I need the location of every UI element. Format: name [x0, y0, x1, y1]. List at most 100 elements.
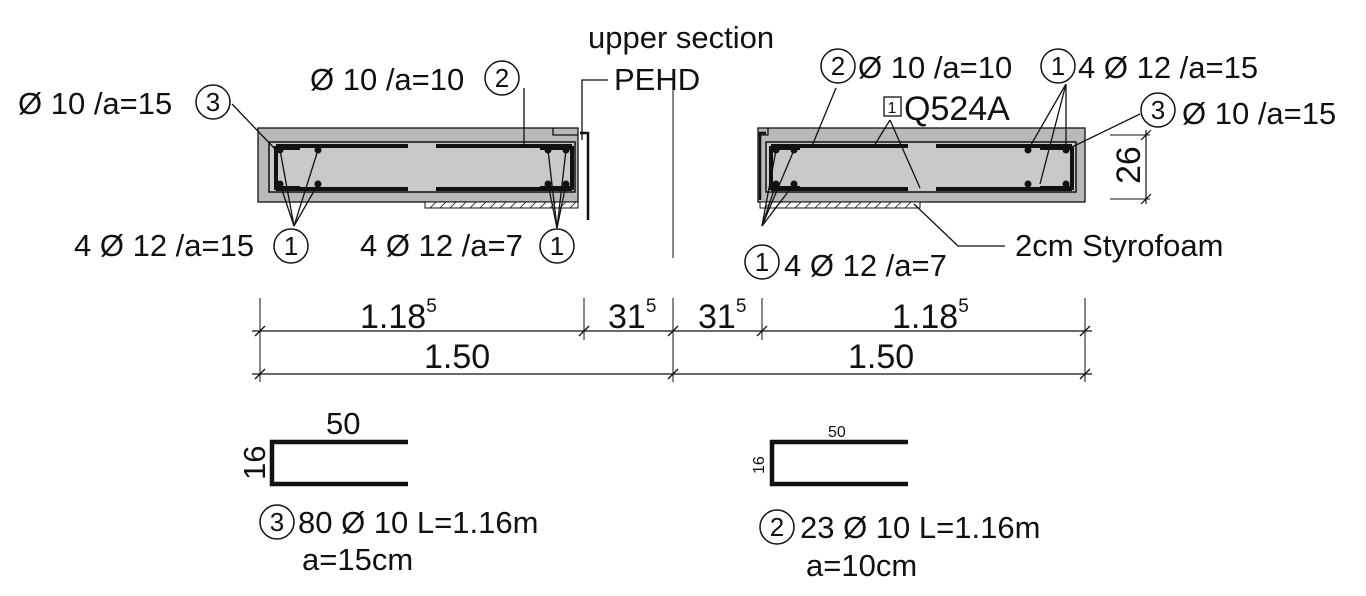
right-slab-core	[765, 141, 1077, 193]
bar-shape-3-width: 50	[326, 406, 360, 441]
dim-tick	[1079, 368, 1091, 380]
styrofoam-label: 2cm Styrofoam	[1015, 228, 1223, 263]
bar-shape-2-outline	[769, 439, 908, 487]
position-number: 1	[1051, 51, 1065, 81]
dim-tick	[254, 325, 266, 337]
leader	[889, 119, 921, 189]
bar-shape-2-desc: 23 Ø 10 L=1.16m	[800, 510, 1040, 545]
position-number: 2	[770, 512, 784, 542]
bar-shape-3-desc: 80 Ø 10 L=1.16m	[298, 505, 538, 540]
position-circle	[195, 84, 231, 120]
leader	[547, 183, 558, 229]
position-number: 3	[206, 87, 220, 117]
position-circle	[744, 244, 780, 280]
leader	[761, 149, 795, 227]
position-circle	[539, 228, 575, 264]
dim-text: 315	[608, 296, 656, 336]
leader	[556, 183, 567, 229]
bar-shape-3-spacing: a=15cm	[302, 542, 413, 577]
bar-shape-3: 50 16 3 80 Ø 10 L=1.16m a=15cm	[237, 406, 538, 577]
left-bottom-bar-inner-label: 4 Ø 12 /a=7	[360, 228, 523, 263]
right-top-bar-label: Ø 10 /a=10	[858, 50, 1012, 85]
leader	[761, 183, 795, 227]
bar-shape-2-height: 16	[751, 456, 768, 474]
right-top-main-label: 4 Ø 12 /a=15	[1078, 50, 1258, 85]
dim-text: 1.185	[892, 296, 969, 336]
position-number: 2	[831, 51, 845, 81]
bar-shape-2: 50 16 2 23 Ø 10 L=1.16m a=10cm	[751, 424, 1040, 583]
leader	[556, 149, 567, 229]
leader	[1069, 113, 1141, 149]
right-slab	[757, 127, 1086, 209]
leader	[873, 119, 891, 147]
right-side-bar-label: Ø 10 /a=15	[1182, 96, 1336, 131]
right-styrofoam	[759, 201, 921, 209]
dim-sup: 5	[736, 296, 747, 317]
dim-text: 1.185	[360, 296, 437, 336]
dim-tick	[756, 325, 768, 337]
position-circle	[273, 228, 309, 264]
position-number: 1	[550, 231, 564, 261]
mesh-mark: 1	[888, 100, 897, 117]
dim-tick	[254, 368, 266, 380]
pehd-label: PEHD	[614, 62, 700, 97]
dim-text: 315	[698, 296, 746, 336]
right-slab-step	[758, 128, 769, 136]
leader	[1027, 83, 1067, 151]
leader-lines	[231, 79, 1141, 247]
dim-tick	[667, 368, 679, 380]
upper-section-label: upper section	[588, 20, 774, 55]
position-number: 1	[284, 231, 298, 261]
dim-tick	[1140, 193, 1152, 205]
bar-shape-2-spacing: a=10cm	[806, 548, 917, 583]
leader	[913, 203, 1005, 247]
position-circle	[259, 504, 295, 540]
position-circle	[820, 48, 856, 84]
mesh-mark-box	[883, 96, 902, 117]
position-circle	[1140, 92, 1176, 128]
dim-sup: 5	[646, 296, 657, 317]
position-number: 1	[755, 247, 769, 277]
leader	[1039, 83, 1067, 185]
bar-shape-3-height: 16	[237, 446, 272, 480]
dim-sup: 5	[958, 296, 969, 317]
leader	[279, 149, 295, 227]
mesh-label: Q524A	[904, 90, 1010, 128]
position-number: 2	[495, 63, 509, 93]
position-circle	[759, 509, 795, 545]
leader	[547, 149, 558, 229]
bar-shape-2-width: 50	[828, 424, 846, 441]
leader	[761, 183, 777, 227]
position-number: 3	[270, 507, 284, 537]
left-side-bar-label: Ø 10 /a=15	[18, 86, 172, 121]
left-styrofoam-hatch	[429, 201, 577, 209]
right-pehd-edge	[758, 131, 766, 200]
dim-tick	[1140, 129, 1152, 141]
leader	[581, 79, 608, 140]
dim-total-right: 1.50	[848, 338, 914, 376]
position-number: 3	[1151, 95, 1165, 125]
left-styrofoam	[424, 201, 579, 209]
right-dot	[1062, 180, 1070, 188]
leader	[293, 149, 319, 227]
leader	[811, 87, 837, 147]
thickness-value: 26	[1110, 146, 1148, 184]
leader	[279, 183, 295, 227]
left-pehd-edge	[580, 131, 590, 220]
dimension-chain: 1.185 315 315 1.185 1.50 1.50	[252, 296, 1092, 382]
left-top-bar-label: Ø 10 /a=10	[310, 62, 464, 97]
bar-shape-3-outline	[269, 439, 408, 487]
leader	[293, 183, 319, 227]
left-bottom-bar-outer-label: 4 Ø 12 /a=15	[74, 228, 254, 263]
position-circle	[484, 60, 520, 96]
dim-sup: 5	[426, 296, 437, 317]
dim-tick	[578, 325, 590, 337]
right-dot	[1024, 180, 1032, 188]
dim-tick	[1079, 325, 1091, 337]
dim-tick	[667, 325, 679, 337]
position-circle	[1040, 48, 1076, 84]
left-slab-step	[552, 128, 578, 136]
left-slab	[257, 127, 590, 220]
thickness-dimension: 26	[1110, 129, 1152, 205]
